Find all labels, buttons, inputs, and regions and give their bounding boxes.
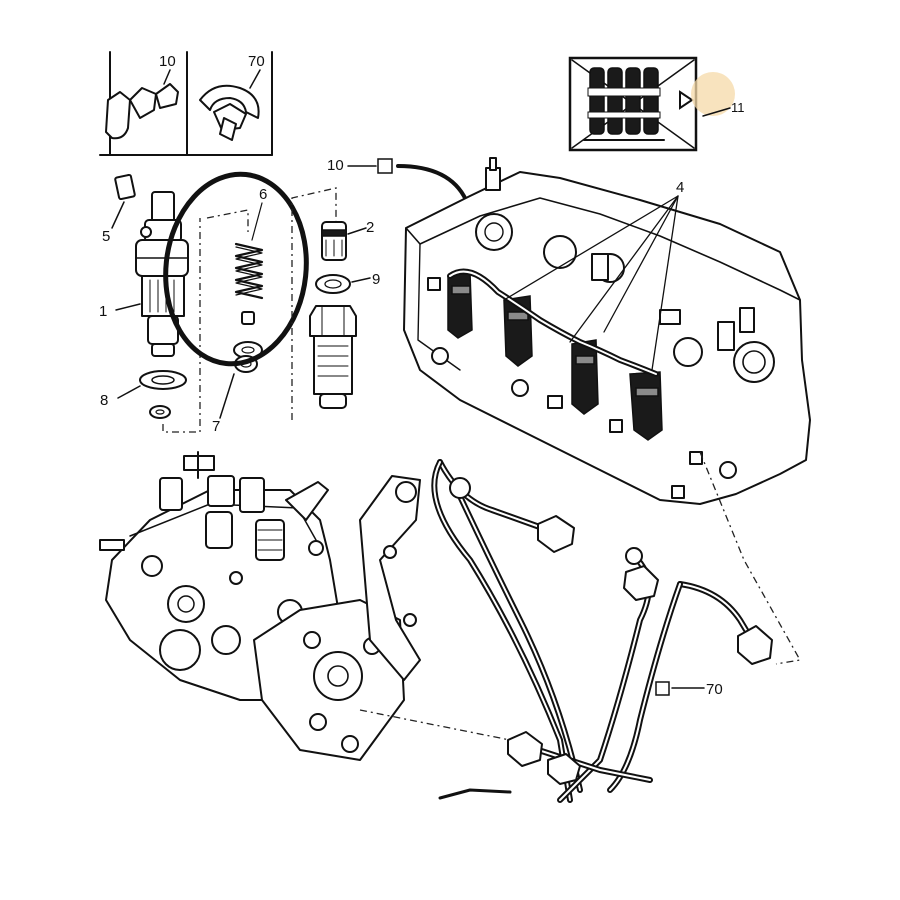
high-pressure-pipes: 70 bbox=[431, 459, 773, 803]
injection-pump bbox=[99, 451, 521, 761]
injector-holder-sleeve bbox=[309, 305, 357, 409]
callout-8: 8 bbox=[100, 392, 108, 409]
callout-70-bottom: 70 bbox=[706, 681, 723, 698]
pipe-clip-10-icon bbox=[105, 69, 179, 140]
callout-10-top: 10 bbox=[159, 53, 176, 70]
pipe-clip-70-icon bbox=[199, 69, 261, 141]
marker-dot bbox=[691, 72, 735, 116]
cylinder-head: 4 bbox=[403, 157, 811, 665]
callout-6: 6 bbox=[259, 186, 267, 203]
spring-group: 6 7 bbox=[163, 171, 309, 435]
holder-washer bbox=[315, 274, 351, 294]
callout-2: 2 bbox=[366, 219, 374, 236]
highlight-circle bbox=[163, 171, 309, 367]
pipe-union-nut bbox=[537, 515, 575, 553]
pipe-union-nut bbox=[507, 731, 543, 767]
clips-parts-box: 10 70 bbox=[99, 51, 273, 156]
injector-holder-group: 2 9 bbox=[291, 187, 380, 420]
injector-set-inset-box: 11 bbox=[568, 56, 745, 152]
pipe-union-nut bbox=[737, 625, 773, 665]
callout-10-line: 10 bbox=[327, 157, 344, 174]
callout-4: 4 bbox=[676, 179, 684, 196]
callout-1: 1 bbox=[99, 303, 107, 320]
bleed-cap bbox=[114, 173, 136, 201]
injector-assembly: 5 1 8 bbox=[99, 173, 201, 433]
callout-11: 11 bbox=[731, 100, 745, 115]
callout-7: 7 bbox=[212, 418, 220, 435]
pipe-union-nut bbox=[547, 753, 581, 785]
callout-5: 5 bbox=[102, 228, 110, 245]
pipe-union-nut bbox=[623, 565, 659, 601]
callout-9: 9 bbox=[372, 271, 380, 288]
sealing-washer bbox=[139, 370, 187, 390]
coil-spring bbox=[234, 242, 264, 300]
injector-set-icon bbox=[583, 67, 665, 141]
fitted-injectors bbox=[447, 271, 663, 441]
callout-70-top: 70 bbox=[248, 53, 265, 70]
